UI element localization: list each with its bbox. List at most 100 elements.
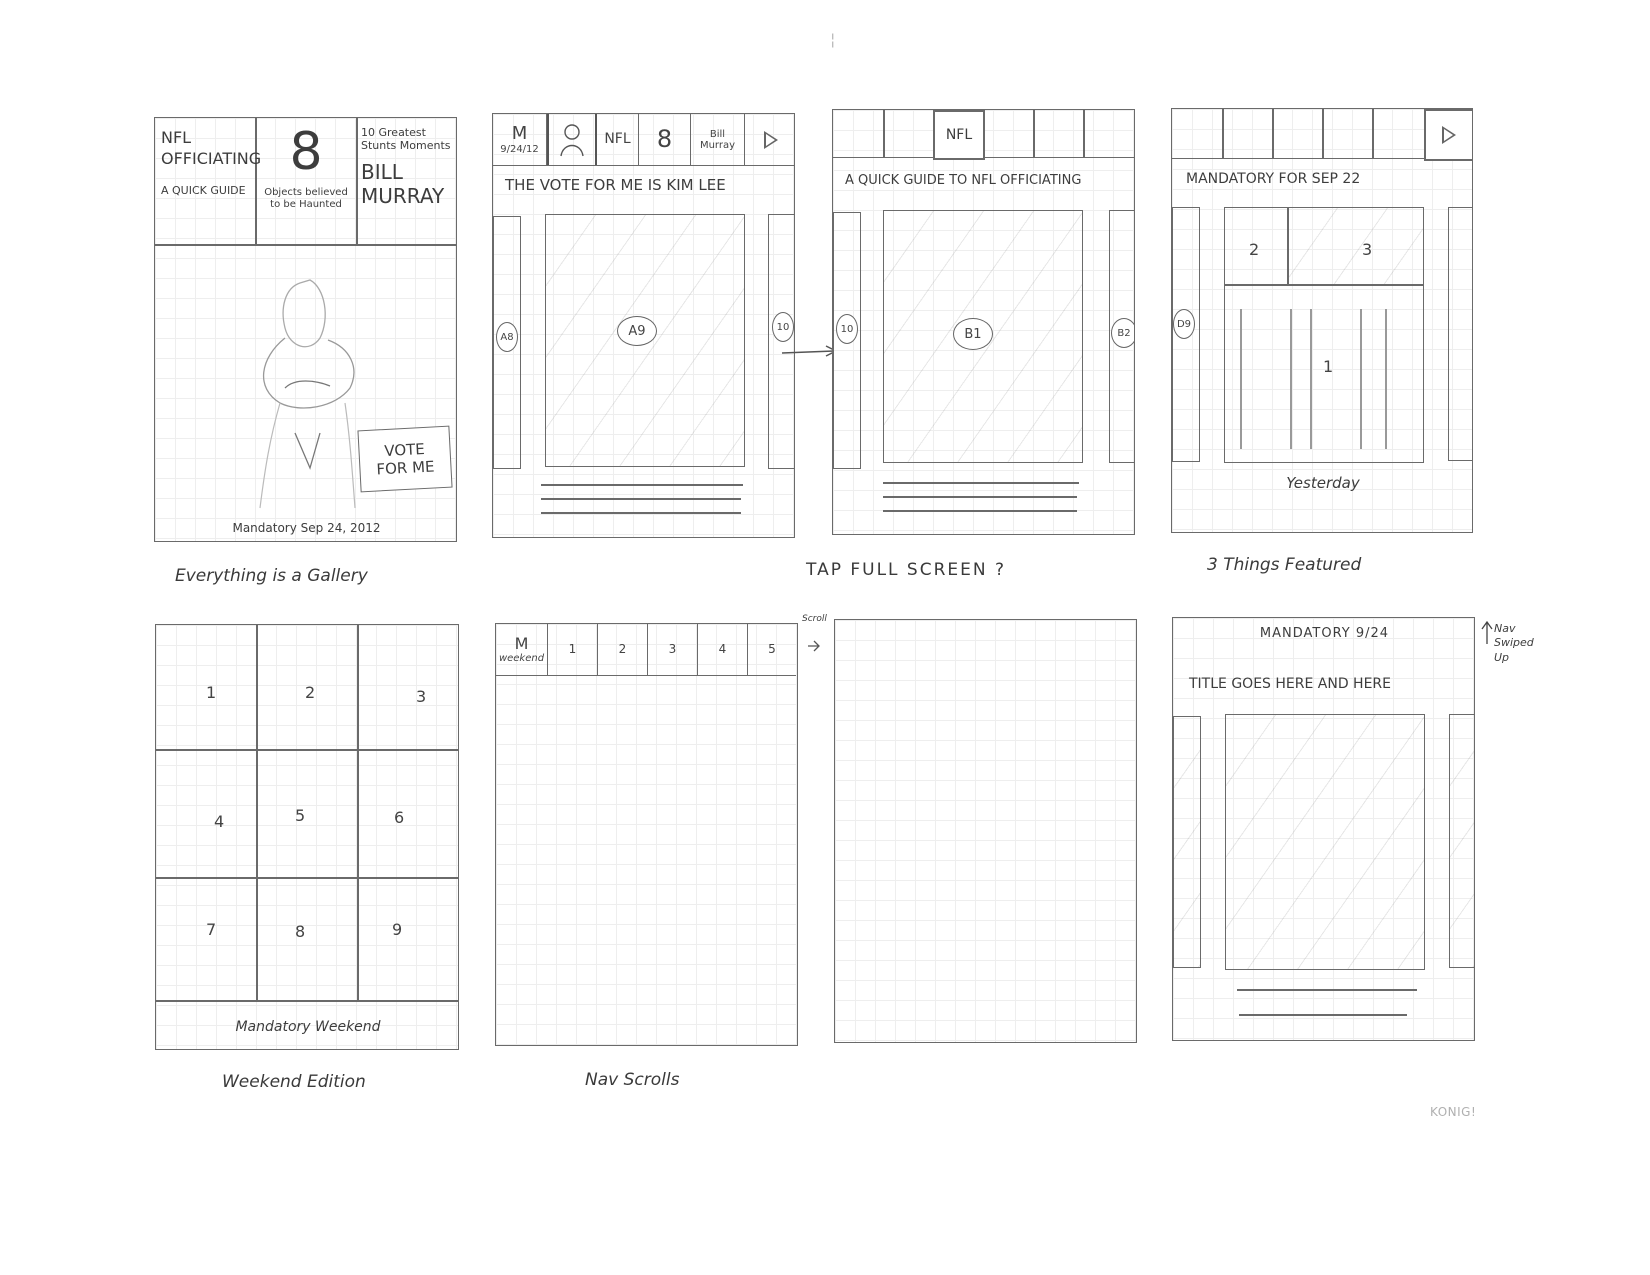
grid-cell-4[interactable]: 4 <box>156 750 256 877</box>
grid-cell-2-label: 2 <box>305 683 316 702</box>
marker-b1-label: B1 <box>964 326 982 342</box>
grid-cell-7-label: 7 <box>206 920 217 939</box>
top-mark: ¦ <box>830 30 836 49</box>
next-slide-sliver[interactable] <box>768 214 794 469</box>
swiped-up-note: Nav Swiped Up <box>1494 622 1534 664</box>
featured-item-2[interactable]: 2 <box>1225 208 1287 284</box>
nav-item-5-label: 5 <box>768 641 776 656</box>
top-nav-bar: M 9/24/12 NFL 8 Bill Murray <box>493 114 794 166</box>
prev-slide-sliver[interactable] <box>833 212 861 469</box>
grid-cell-7[interactable]: 7 <box>156 878 256 1000</box>
next-slide-sliver[interactable] <box>1449 714 1474 968</box>
play-icon <box>1442 126 1456 144</box>
nav-item-3-label: 3 <box>668 641 677 656</box>
grid-cell-2[interactable]: 2 <box>257 625 357 749</box>
nav-item-2[interactable]: 2 <box>598 624 648 675</box>
screen-weekend-grid: 1 2 3 4 5 6 7 8 9 Mandatory Weekend <box>155 624 459 1050</box>
marker-a9-label: A9 <box>628 323 646 339</box>
caption-everything-gallery: Everything is a Gallery <box>175 566 368 586</box>
nav-item-4-label: 4 <box>718 641 727 656</box>
grid-cell-5-label: 5 <box>295 806 306 825</box>
screen-nav-scrolls: M weekend 1 2 3 4 5 <box>495 623 798 1046</box>
nav-eight-label: 8 <box>656 125 673 154</box>
screen-blank <box>834 619 1137 1043</box>
scroll-note: Scroll <box>802 614 827 624</box>
next-slide-sliver[interactable] <box>1109 210 1134 463</box>
grid-cell-1-label: 1 <box>206 683 217 702</box>
arrow-up-icon <box>1481 620 1493 644</box>
marker-a8: A8 <box>496 322 518 352</box>
grid-cell-4-label: 4 <box>214 812 225 831</box>
prev-slide-sliver[interactable] <box>1173 716 1201 968</box>
nfl-active-tab[interactable]: NFL <box>933 110 985 160</box>
featured-item-1[interactable]: 1 <box>1225 285 1423 463</box>
grid-cell-5[interactable]: 5 <box>257 750 357 877</box>
caption-weekend-edition: Weekend Edition <box>222 1072 366 1092</box>
nav-item-vote-active[interactable] <box>547 114 597 165</box>
marker-d9: D9 <box>1173 309 1195 339</box>
nav-item-mandatory-weekend[interactable]: M weekend <box>496 624 548 675</box>
nav-item-mandatory[interactable]: M 9/24/12 <box>493 114 547 165</box>
prev-slide-sliver[interactable] <box>1172 207 1200 462</box>
nav-m-label: M <box>514 634 529 654</box>
next-slide-sliver[interactable] <box>1448 207 1472 461</box>
marker-10: 10 <box>836 314 858 344</box>
tile-haunted-number: 8 <box>289 122 323 182</box>
screen5-footer: Mandatory Weekend <box>235 1019 381 1035</box>
nav-m-label: M <box>511 123 528 145</box>
screen2-title: THE VOTE FOR ME IS KIM LEE <box>505 176 726 194</box>
grid-cell-8[interactable]: 8 <box>257 878 357 1000</box>
main-slide-image-a9[interactable] <box>545 214 745 467</box>
scroll-arrow-icon <box>808 640 820 652</box>
play-button-active[interactable] <box>1424 109 1472 161</box>
nav-item-eight[interactable]: 8 <box>639 114 691 165</box>
grid-cell-1[interactable]: 1 <box>156 625 256 749</box>
nav-item-3[interactable]: 3 <box>648 624 698 675</box>
screen8-header: MANDATORY 9/24 <box>1259 626 1390 641</box>
grid-cell-8-label: 8 <box>295 922 306 941</box>
top-nav-bar-tabs <box>1172 109 1472 159</box>
tile-bill-title: BILL MURRAY <box>361 160 445 209</box>
grid-cell-6-label: 6 <box>394 808 405 827</box>
grid-cell-6[interactable]: 6 <box>358 750 458 877</box>
featured-label-2: 2 <box>1249 240 1260 259</box>
screen-gallery-home: NFL OFFICIATING A QUICK GUIDE 8 Objects … <box>154 117 457 542</box>
caption-three-things: 3 Things Featured <box>1207 555 1362 575</box>
nav-item-5[interactable]: 5 <box>748 624 796 675</box>
tile-nfl-subtitle: A QUICK GUIDE <box>161 183 246 197</box>
screen4-title: MANDATORY FOR SEP 22 <box>1186 171 1361 187</box>
screen-three-featured: MANDATORY FOR SEP 22 2 3 1 D9 Yesterday <box>1171 108 1473 533</box>
tile-nfl-officiating[interactable]: NFL OFFICIATING A QUICK GUIDE <box>161 128 262 240</box>
tile-nfl-title: NFL OFFICIATING <box>161 128 262 168</box>
featured-item-3[interactable]: 3 <box>1288 208 1423 284</box>
scrolling-nav-bar[interactable]: M weekend 1 2 3 4 5 <box>496 624 796 676</box>
grid-cell-3[interactable]: 3 <box>358 625 458 749</box>
tile-bill-murray[interactable]: 10 Greatest Stunts Moments BILL MURRAY <box>361 126 455 242</box>
screen8-title: TITLE GOES HERE AND HERE <box>1189 676 1392 692</box>
nav-item-1[interactable]: 1 <box>548 624 598 675</box>
marker-10: 10 <box>772 312 794 342</box>
featured-label-1: 1 <box>1323 357 1334 376</box>
play-icon <box>763 130 778 149</box>
figure-sketch-image <box>259 279 356 509</box>
main-slide-image[interactable] <box>1225 714 1425 970</box>
featured-label-3: 3 <box>1362 240 1373 259</box>
nav-item-nfl[interactable]: NFL <box>597 114 639 165</box>
marker-10-label: 10 <box>840 323 854 335</box>
prev-slide-sliver[interactable] <box>493 216 521 469</box>
tile-bill-subtitle: 10 Greatest Stunts Moments <box>361 126 451 153</box>
nav-play-button[interactable] <box>745 114 794 165</box>
vote-for-me-button[interactable]: VOTE FOR ME <box>357 425 453 493</box>
marker-a9: A9 <box>617 316 657 346</box>
featured-grid: 2 3 1 <box>1224 207 1424 463</box>
nav-item-1-label: 1 <box>568 641 577 656</box>
tile-haunted-objects[interactable]: 8 Objects believed to be Haunted <box>259 122 353 240</box>
scroll-note-label: Scroll <box>802 614 827 624</box>
nav-item-2-label: 2 <box>618 641 627 656</box>
grid-cell-9[interactable]: 9 <box>358 878 458 1000</box>
nav-item-bill-murray[interactable]: Bill Murray <box>691 114 745 165</box>
caption-nav-scrolls: Nav Scrolls <box>585 1070 680 1090</box>
nav-item-4[interactable]: 4 <box>698 624 748 675</box>
person-thumbnail-icon <box>560 123 584 156</box>
marker-b1: B1 <box>953 318 993 350</box>
